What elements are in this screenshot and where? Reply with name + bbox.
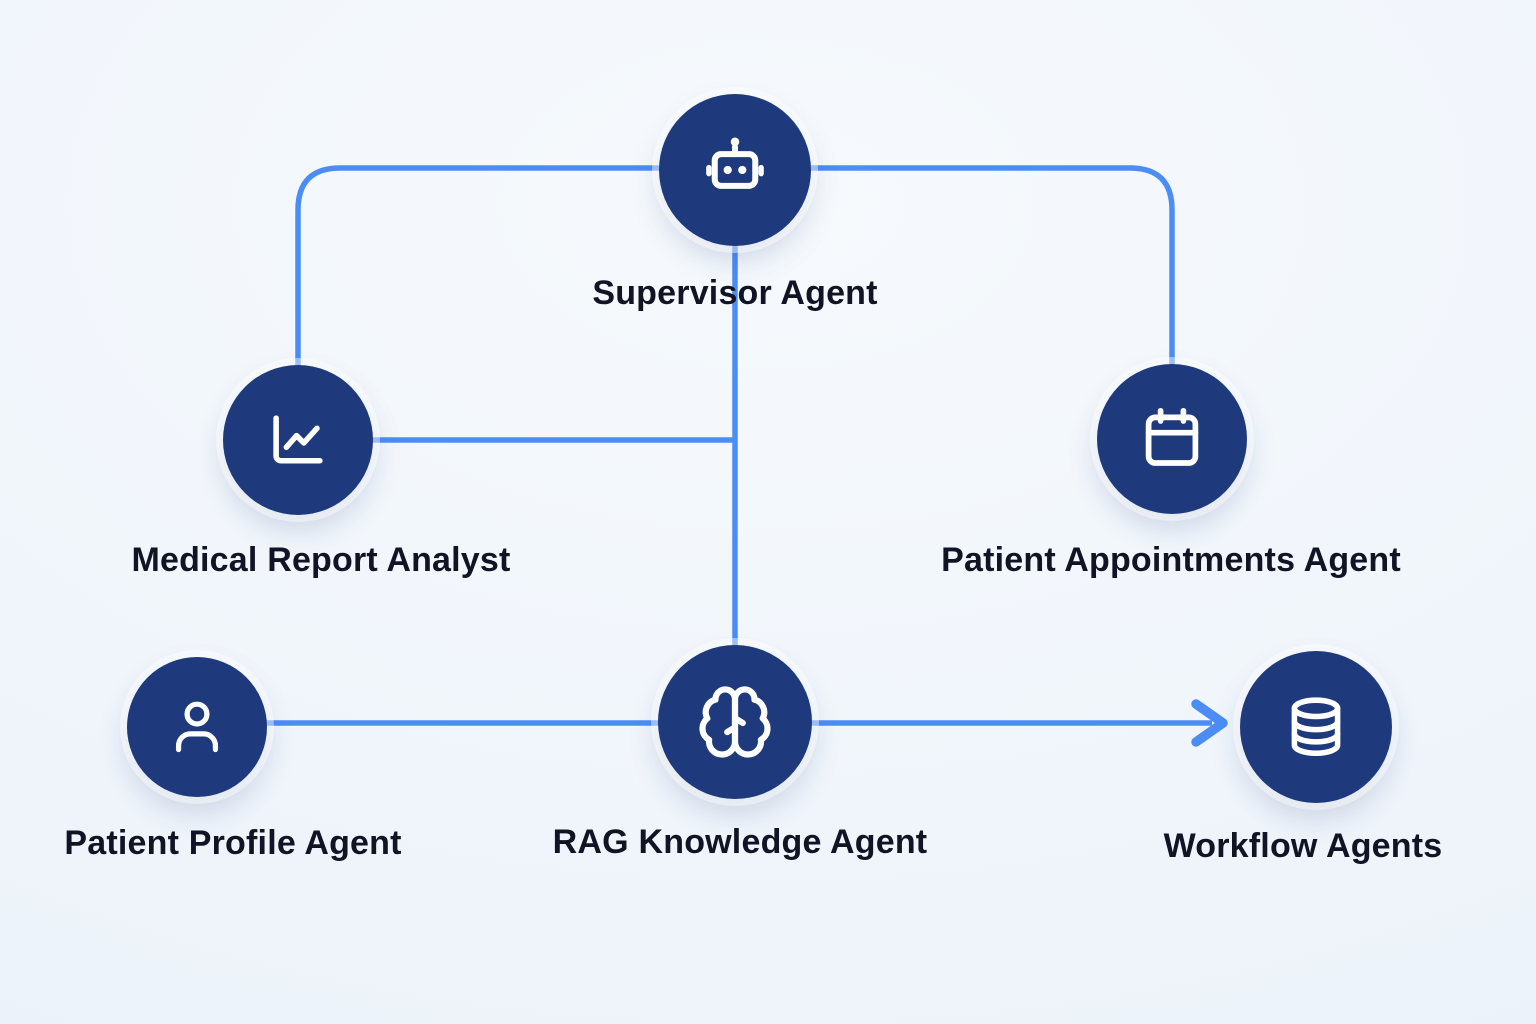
node-workflow-agents: [1240, 651, 1392, 803]
label-rag-knowledge-agent: RAG Knowledge Agent: [552, 823, 928, 861]
database-icon: [1291, 697, 1341, 757]
node-medical-report-analyst: [223, 365, 373, 515]
line-chart-icon: [273, 415, 323, 464]
robot-icon: [706, 137, 764, 189]
label-patient-appointments-agent: Patient Appointments Agent: [941, 541, 1401, 579]
user-icon: [175, 701, 219, 753]
node-patient-profile-agent: [127, 657, 267, 797]
calendar-icon: [1145, 407, 1199, 466]
node-rag-knowledge-agent: [658, 645, 812, 799]
node-patient-appointments-agent: [1097, 364, 1247, 514]
label-supervisor-agent: Supervisor Agent: [592, 274, 878, 312]
label-patient-profile-agent: Patient Profile Agent: [64, 824, 402, 862]
arrowhead-icon: [1191, 699, 1228, 747]
label-workflow-agents: Workflow Agents: [1163, 827, 1443, 865]
brain-icon: [699, 686, 771, 758]
node-supervisor-agent: [659, 94, 811, 246]
label-medical-report-analyst: Medical Report Analyst: [131, 541, 511, 579]
